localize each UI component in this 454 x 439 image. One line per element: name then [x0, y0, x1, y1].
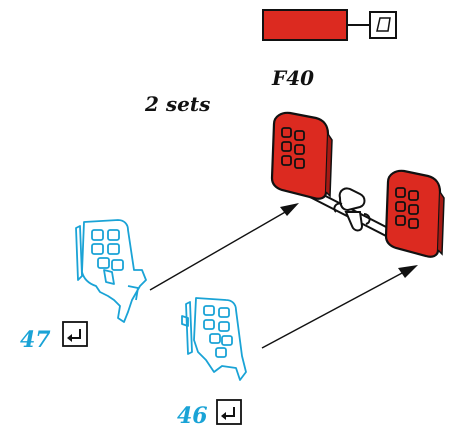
paint-legend	[262, 9, 397, 41]
arrow-head-a	[280, 203, 299, 216]
model-label: F40	[272, 66, 315, 90]
right-pedal-red	[384, 169, 445, 258]
pivot-hub	[333, 187, 371, 232]
placement-arrows	[149, 203, 418, 349]
pedal-shaft	[302, 184, 394, 240]
arrow-head-b	[398, 265, 418, 278]
quantity-label: 2 sets	[145, 92, 211, 116]
red-paint-swatch	[262, 9, 348, 41]
paint-bucket-icon	[369, 11, 397, 39]
part-number-47: 47	[20, 327, 51, 353]
left-pedal-red	[270, 111, 333, 200]
glue-step-icon-46	[216, 399, 242, 425]
part-47-blue	[75, 219, 147, 323]
part-number-46: 46	[177, 403, 208, 429]
part-46-blue	[181, 297, 247, 381]
glue-step-icon-47	[62, 321, 88, 347]
